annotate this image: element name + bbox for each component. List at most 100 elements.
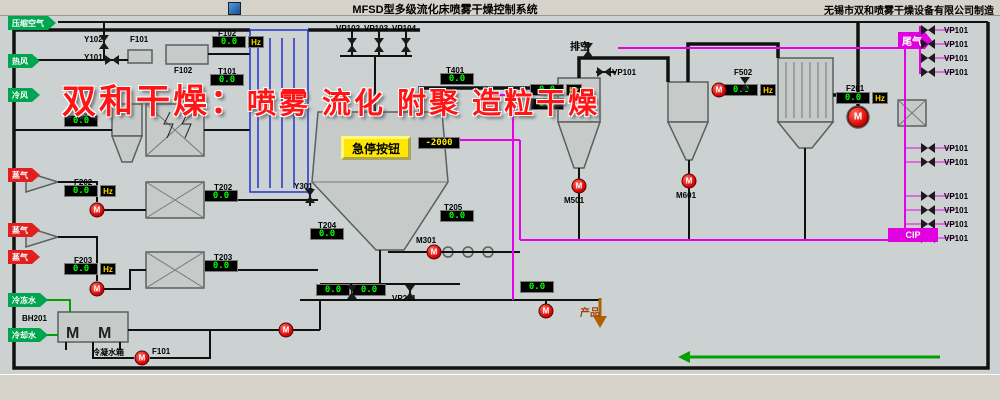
device-tag: VP101 <box>944 144 969 153</box>
device-tag: VP101 <box>944 68 969 77</box>
device-tag: F101 <box>130 35 149 44</box>
device-tag: 排空 <box>570 42 590 53</box>
unit-chip: Hz <box>248 36 264 48</box>
valve-icon[interactable] <box>921 143 935 153</box>
inlet-arrow: 蒸气 <box>8 250 40 264</box>
value-display: 0.0 <box>204 260 238 272</box>
valve-icon[interactable] <box>347 38 357 52</box>
valve-icon[interactable] <box>99 35 109 49</box>
device-tag: VP103 <box>364 24 389 33</box>
device-tag: F203 <box>74 256 93 265</box>
valve-icon[interactable] <box>921 205 935 215</box>
value-display: 0.0 <box>316 284 350 296</box>
valve-icon[interactable] <box>305 189 315 203</box>
device-tag: F202 <box>74 178 93 187</box>
device-tag: VP102 <box>336 24 361 33</box>
device-tag: F101 <box>152 347 171 356</box>
device-tag: Y301 <box>294 182 313 191</box>
device-tag: T401 <box>446 66 465 75</box>
device-tag: F102 <box>174 66 193 75</box>
valve-icon[interactable] <box>921 157 935 167</box>
valve-icon[interactable] <box>105 55 119 65</box>
device-tag: BH201 <box>22 314 47 323</box>
device-tag: VP101 <box>944 40 969 49</box>
device-tag: VP101 <box>944 158 969 167</box>
manufacturer-label: 无锡市双和喷雾干燥设备有限公司制造 <box>824 6 994 17</box>
device-tag: M301 <box>416 236 437 245</box>
device-tag: F201 <box>846 84 865 93</box>
valve-icon[interactable] <box>374 38 384 52</box>
unit-chip: Hz <box>100 185 116 197</box>
valve-icon[interactable] <box>921 39 935 49</box>
inlet-arrow: 冷却水 <box>8 328 48 342</box>
value-display: 0.0 <box>310 228 344 240</box>
device-tag: F502 <box>734 68 753 77</box>
pump-icon[interactable]: M <box>278 322 294 338</box>
unit-chip: Hz <box>760 84 776 96</box>
device-tag: VP101 <box>944 192 969 201</box>
value-display: 0.0 <box>520 281 554 293</box>
device-tag: 产品 <box>580 308 600 319</box>
unit-chip: Hz <box>100 263 116 275</box>
value-display: 0.0 <box>212 36 246 48</box>
valve-icon[interactable] <box>921 219 935 229</box>
valve-icon[interactable] <box>347 285 357 299</box>
inlet-arrow: 冷风 <box>8 88 40 102</box>
device-tag: VP101 <box>612 68 637 77</box>
value-display: 0.0 <box>204 190 238 202</box>
value-display: 0.0 <box>210 74 244 86</box>
cyclone-2 <box>667 81 709 123</box>
device-tag: VP101 <box>944 206 969 215</box>
value-display: 0.0 <box>530 84 564 96</box>
device-tag: T203 <box>214 253 233 262</box>
device-tag: VP104 <box>392 24 417 33</box>
device-tag: VP101 <box>944 54 969 63</box>
device-tag: M601 <box>676 191 697 200</box>
pump-icon[interactable]: M <box>134 350 150 366</box>
valve-icon[interactable] <box>921 67 935 77</box>
valve-icon[interactable] <box>921 191 935 201</box>
pump-icon[interactable]: M <box>681 173 697 189</box>
valve-icon[interactable] <box>597 67 611 77</box>
device-tag: F102 <box>218 29 237 38</box>
pump-icon[interactable]: M <box>538 303 554 319</box>
value-display: 0.0 <box>440 73 474 85</box>
inlet-arrow: 压缩空气 <box>8 16 56 30</box>
valve-icon[interactable] <box>401 38 411 52</box>
device-tag: T204 <box>318 221 337 230</box>
pump-icon[interactable]: M <box>89 202 105 218</box>
page-title: MFSD型多级流化床喷雾干燥控制系统 <box>352 4 538 16</box>
value-display: 0.0 <box>530 98 564 110</box>
unit-chip: Hz <box>872 92 888 104</box>
valve-icon[interactable] <box>921 25 935 35</box>
device-tag: T101 <box>218 67 237 76</box>
footer-bar: 3 清洗等待状态 自动开始 自动停止 报警音 喷 雾 CIP 喷雾设置 清洗设置 <box>0 374 1000 400</box>
device-tag: VP101 <box>944 220 969 229</box>
pump-icon[interactable]: M <box>847 106 869 128</box>
value-display: -2000 <box>418 137 460 149</box>
valve-icon[interactable] <box>921 53 935 63</box>
value-display: 0.0 <box>64 185 98 197</box>
pump-icon[interactable]: M <box>89 281 105 297</box>
pump-icon[interactable]: M <box>426 244 442 260</box>
emergency-stop-button[interactable]: 急停按钮 <box>341 136 411 160</box>
inlet-arrow: 蒸气 <box>8 168 40 182</box>
title-bar: MFSD型多级流化床喷雾干燥控制系统 无锡市双和喷雾干燥设备有限公司制造 <box>0 0 1000 17</box>
device-tag: VP101 <box>944 26 969 35</box>
device-tag: T202 <box>214 183 233 192</box>
pump-icon[interactable]: M <box>571 178 587 194</box>
cip-line-label: CIP <box>888 228 938 242</box>
valve-icon[interactable] <box>405 285 415 299</box>
valve-icon[interactable] <box>583 43 593 57</box>
device-tag: Y102 <box>84 35 103 44</box>
value-display: 0.0 <box>352 284 386 296</box>
device-tag: Y101 <box>84 53 103 62</box>
pump-icon[interactable]: M <box>711 82 727 98</box>
valve-icon[interactable] <box>740 77 750 91</box>
svg-text:M: M <box>66 325 79 342</box>
value-display: 0.0 <box>440 210 474 222</box>
inlet-arrow: 热风 <box>8 54 40 68</box>
device-tag: M501 <box>564 196 585 205</box>
